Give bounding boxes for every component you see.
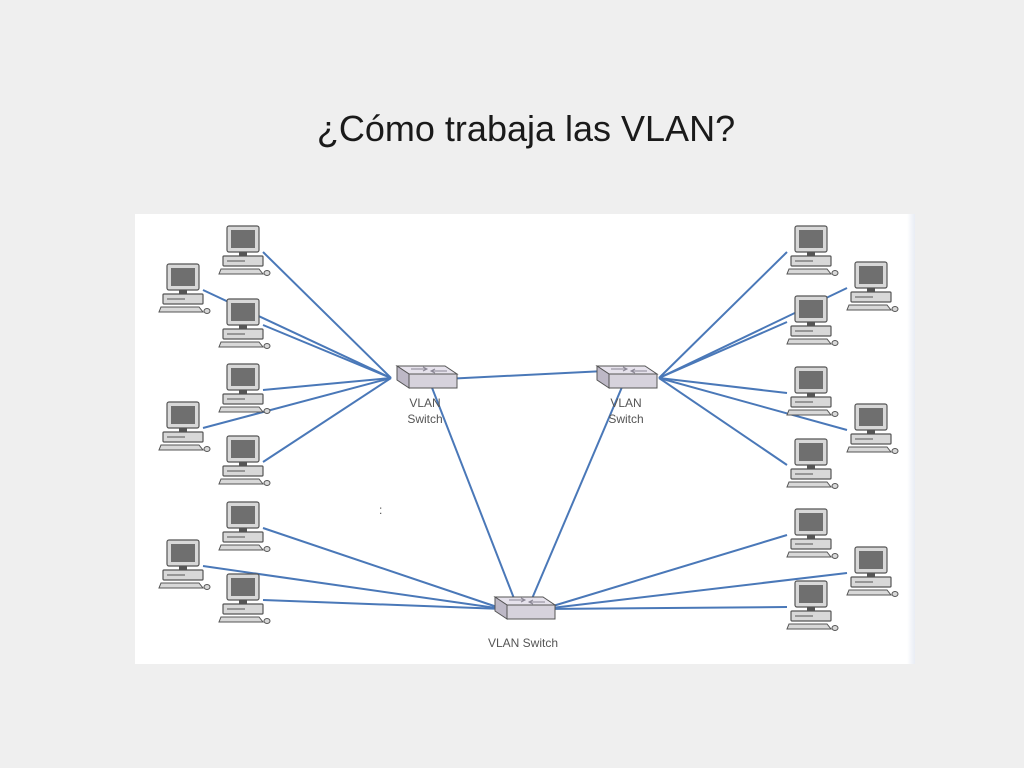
desktop-computer-icon xyxy=(786,580,839,631)
slide-title: ¿Cómo trabaja las VLAN? xyxy=(316,108,736,149)
stray-mark: : xyxy=(379,503,382,517)
links-layer xyxy=(202,251,848,610)
switch-label: Switch xyxy=(608,412,643,426)
desktop-computer-icon xyxy=(218,225,271,276)
network-link xyxy=(262,527,504,610)
network-link xyxy=(658,251,788,379)
network-link xyxy=(262,377,392,463)
switch-label: VLAN xyxy=(610,396,641,410)
desktop-computer-icon xyxy=(158,263,211,314)
vlan-switch-icon xyxy=(595,365,659,389)
switch-label: Switch xyxy=(407,412,442,426)
desktop-computer-icon xyxy=(218,435,271,486)
vlan-switch-right: VLAN Switch xyxy=(595,365,659,426)
trunk-link xyxy=(530,379,626,602)
desktop-computer-icon xyxy=(158,401,211,452)
vlan-switch-icon xyxy=(395,365,459,389)
desktop-computer-icon xyxy=(218,501,271,552)
desktop-computer-icon xyxy=(786,366,839,417)
network-link xyxy=(262,251,392,379)
network-link xyxy=(262,599,504,610)
desktop-computer-icon xyxy=(218,298,271,349)
network-link xyxy=(542,534,788,610)
network-link xyxy=(542,606,788,610)
trunk-link xyxy=(424,369,626,381)
panel-edge-shade xyxy=(907,214,915,664)
switch-label: VLAN xyxy=(409,396,440,410)
vlan-switch-left: VLAN Switch xyxy=(395,365,459,426)
switch-label: VLAN Switch xyxy=(488,636,558,650)
desktop-computer-icon xyxy=(786,438,839,489)
network-link xyxy=(658,321,788,379)
network-link xyxy=(658,377,788,466)
desktop-computer-icon xyxy=(786,508,839,559)
trunk-link xyxy=(428,379,516,602)
network-link xyxy=(202,565,504,610)
desktop-computer-icon xyxy=(158,539,211,590)
network-link xyxy=(658,377,848,431)
network-link xyxy=(542,572,848,610)
desktop-computer-icon xyxy=(786,295,839,346)
vlan-switch-icon xyxy=(493,596,557,620)
network-link xyxy=(262,377,392,391)
network-link xyxy=(658,377,788,394)
network-link xyxy=(262,324,392,379)
computers-layer xyxy=(158,225,899,631)
desktop-computer-icon xyxy=(846,546,899,597)
network-link xyxy=(202,377,392,429)
desktop-computer-icon xyxy=(846,403,899,454)
desktop-computer-icon xyxy=(218,363,271,414)
desktop-computer-icon xyxy=(846,261,899,312)
desktop-computer-icon xyxy=(786,225,839,276)
desktop-computer-icon xyxy=(218,573,271,624)
vlan-switch-bottom: VLAN Switch xyxy=(488,596,558,650)
